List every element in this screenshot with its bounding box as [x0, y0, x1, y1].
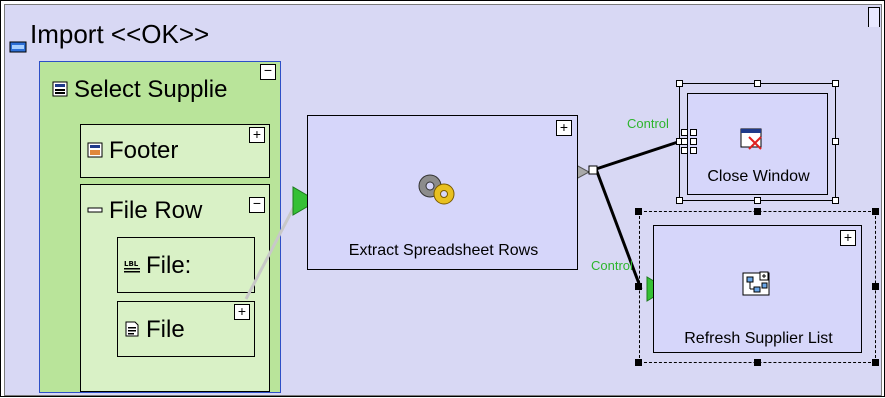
- window-title-text: Import <<OK>>: [30, 19, 210, 49]
- file-row-header: File Row: [87, 197, 202, 225]
- selection-handle[interactable]: [635, 283, 642, 290]
- row-icon: [87, 197, 103, 225]
- form-icon: [52, 76, 68, 104]
- selection-handle[interactable]: [635, 208, 642, 215]
- selection-handle[interactable]: [872, 359, 879, 366]
- port-handle[interactable]: [690, 129, 697, 136]
- selection-handle[interactable]: [676, 197, 683, 204]
- refresh-list-icon: [742, 270, 772, 303]
- connector-file-to-extract[interactable]: [244, 200, 299, 300]
- extract-node-label: Extract Spreadsheet Rows: [348, 242, 539, 259]
- svg-text:LBL: LBL: [124, 260, 139, 268]
- window-collapse-icon[interactable]: [9, 29, 27, 52]
- selection-handle[interactable]: [872, 283, 879, 290]
- file-field-label: File: [146, 316, 185, 343]
- footer-pane[interactable]: Footer +: [80, 124, 270, 178]
- file-field-pane[interactable]: File +: [117, 301, 255, 357]
- footer-expand-button[interactable]: +: [249, 127, 265, 143]
- file-row-collapse-button[interactable]: −: [249, 196, 265, 213]
- close-window-node[interactable]: Close Window: [687, 93, 828, 195]
- control-label-refresh: Control: [591, 258, 633, 273]
- window-title: Import <<OK>>: [9, 19, 210, 52]
- select-supplier-title: Select Supplie: [74, 76, 228, 103]
- selection-handle[interactable]: [754, 208, 761, 215]
- select-supplier-panel[interactable]: Select Supplie − Footer + File Row −: [39, 61, 281, 393]
- port-handle[interactable]: [690, 138, 697, 145]
- selection-handle[interactable]: [832, 138, 839, 145]
- port-handle[interactable]: [681, 138, 688, 145]
- selection-handle[interactable]: [754, 197, 761, 204]
- refresh-node-label: Refresh Supplier List: [684, 330, 833, 347]
- selection-handle[interactable]: [832, 197, 839, 204]
- footer-header: Footer: [87, 137, 178, 165]
- selection-handle[interactable]: [635, 359, 642, 366]
- refresh-expand-button[interactable]: +: [840, 230, 856, 246]
- selection-handle[interactable]: [754, 80, 761, 87]
- file-field-expand-button[interactable]: +: [234, 304, 250, 320]
- extract-expand-button[interactable]: +: [556, 120, 572, 136]
- extract-spreadsheet-rows-node[interactable]: + Extract Spreadsheet Rows: [307, 115, 578, 270]
- connector-handle[interactable]: [588, 165, 598, 175]
- extract-input-port-icon[interactable]: [292, 186, 318, 216]
- control-label-close: Control: [627, 116, 669, 131]
- file-row-label: File Row: [109, 197, 203, 224]
- port-handle[interactable]: [690, 147, 697, 154]
- close-window-icon: [740, 128, 764, 155]
- file-label-header: LBL File:: [124, 252, 191, 280]
- footer-icon: [87, 137, 103, 165]
- label-icon: LBL: [124, 252, 140, 280]
- close-node-label: Close Window: [707, 168, 810, 185]
- refresh-supplier-list-node[interactable]: + Refresh Supplier List: [653, 225, 862, 353]
- port-handle[interactable]: [681, 147, 688, 154]
- selection-handle[interactable]: [872, 208, 879, 215]
- file-field-icon: [124, 316, 140, 344]
- window-resize-corner[interactable]: [868, 7, 880, 27]
- file-field-header: File: [124, 316, 185, 344]
- file-label-text: File:: [146, 252, 192, 279]
- select-supplier-header: Select Supplie: [52, 76, 227, 104]
- gears-icon: [412, 168, 460, 213]
- selection-handle[interactable]: [676, 80, 683, 87]
- footer-label: Footer: [109, 137, 179, 164]
- selection-handle[interactable]: [754, 359, 761, 366]
- connector-extract-to-refresh[interactable]: [594, 168, 643, 290]
- file-label-pane[interactable]: LBL File:: [117, 237, 255, 293]
- file-row-pane[interactable]: File Row − LBL File: File +: [80, 184, 270, 392]
- connector-extract-to-close[interactable]: [595, 139, 682, 171]
- select-supplier-collapse-button[interactable]: −: [260, 63, 276, 80]
- port-handle[interactable]: [681, 129, 688, 136]
- selection-handle[interactable]: [832, 80, 839, 87]
